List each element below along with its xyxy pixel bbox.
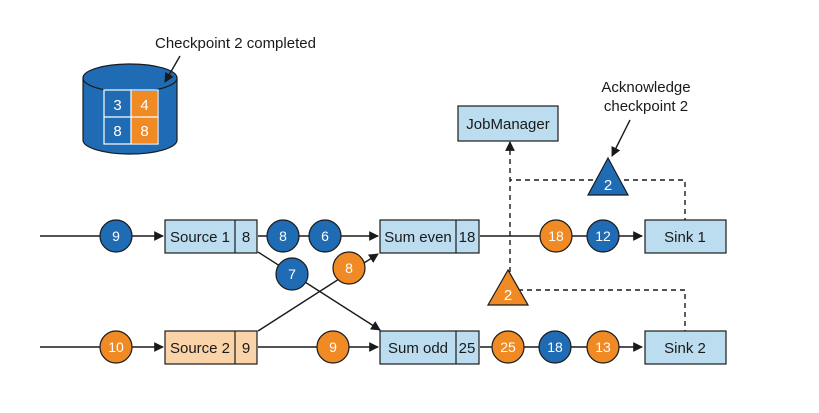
source1-label: Source 1 <box>170 229 230 246</box>
record-even-out1: 18 <box>539 219 573 253</box>
state-cell: 8 <box>140 123 148 140</box>
record-odd-out2: 18 <box>538 330 572 364</box>
barrier-top: 2 <box>586 156 630 196</box>
record-s2a: 9 <box>316 330 350 364</box>
record-odd-out1: 25 <box>491 330 525 364</box>
barrier-bottom-label: 2 <box>504 287 512 304</box>
svg-text:18: 18 <box>548 228 564 244</box>
svg-text:13: 13 <box>595 339 611 355</box>
sum-even-label: Sum even <box>384 229 452 246</box>
svg-text:7: 7 <box>288 266 296 282</box>
state-backend: 3 4 8 8 <box>82 63 178 155</box>
barrier-top-label: 2 <box>604 177 612 194</box>
state-cell: 4 <box>140 97 148 114</box>
svg-text:9: 9 <box>329 339 337 355</box>
svg-text:6: 6 <box>321 228 329 244</box>
record-s2-cross: 8 <box>332 251 366 285</box>
source1-operator: Source 1 8 <box>164 219 258 254</box>
source2-state: 9 <box>242 340 250 357</box>
svg-text:10: 10 <box>108 339 124 355</box>
sum-odd-operator: Sum odd 25 <box>379 330 480 365</box>
jobmanager-box <box>457 105 559 142</box>
barrier-bottom: 2 <box>486 268 530 306</box>
svg-text:18: 18 <box>547 339 563 355</box>
sink1-operator: Sink 1 <box>644 219 727 254</box>
svg-text:8: 8 <box>279 228 287 244</box>
ack-label-line1: Acknowledge <box>601 79 690 96</box>
record-s1a: 8 <box>266 219 300 253</box>
svg-text:12: 12 <box>595 228 611 244</box>
sink2-label: Sink 2 <box>664 340 706 357</box>
source1-state: 8 <box>242 229 250 246</box>
ack-label-line2: checkpoint 2 <box>604 98 688 115</box>
sum-even-operator: Sum even 18 <box>379 219 480 254</box>
ack-callout-arrow <box>611 119 631 157</box>
sink2-operator: Sink 2 <box>644 330 727 365</box>
callout-arrow <box>164 55 181 83</box>
svg-text:8: 8 <box>345 260 353 276</box>
source2-label: Source 2 <box>170 340 230 357</box>
record-odd-out3: 13 <box>586 330 620 364</box>
jobmanager-label: JobManager <box>466 116 549 133</box>
svg-text:25: 25 <box>500 339 516 355</box>
record-s1b: 6 <box>308 219 342 253</box>
state-cell-bg <box>131 117 157 143</box>
checkpoint-completed-label: Checkpoint 2 completed <box>155 35 316 52</box>
state-cell: 3 <box>113 97 121 114</box>
sum-odd-state: 25 <box>459 340 476 357</box>
svg-text:9: 9 <box>112 228 120 244</box>
record-s1-cross: 7 <box>275 257 309 291</box>
sink1-label: Sink 1 <box>664 229 706 246</box>
record-even-out2: 12 <box>586 219 620 253</box>
source2-operator: Source 2 9 <box>164 330 258 365</box>
sum-even-state: 18 <box>459 229 476 246</box>
sum-odd-label: Sum odd <box>388 340 448 357</box>
state-cell: 8 <box>113 123 121 140</box>
record-in2: 10 <box>99 330 133 364</box>
record-in1: 9 <box>99 219 133 253</box>
storage-cylinder-top <box>82 63 178 93</box>
state-cell-bg <box>131 91 157 117</box>
ack-path-sink2 <box>510 289 686 335</box>
